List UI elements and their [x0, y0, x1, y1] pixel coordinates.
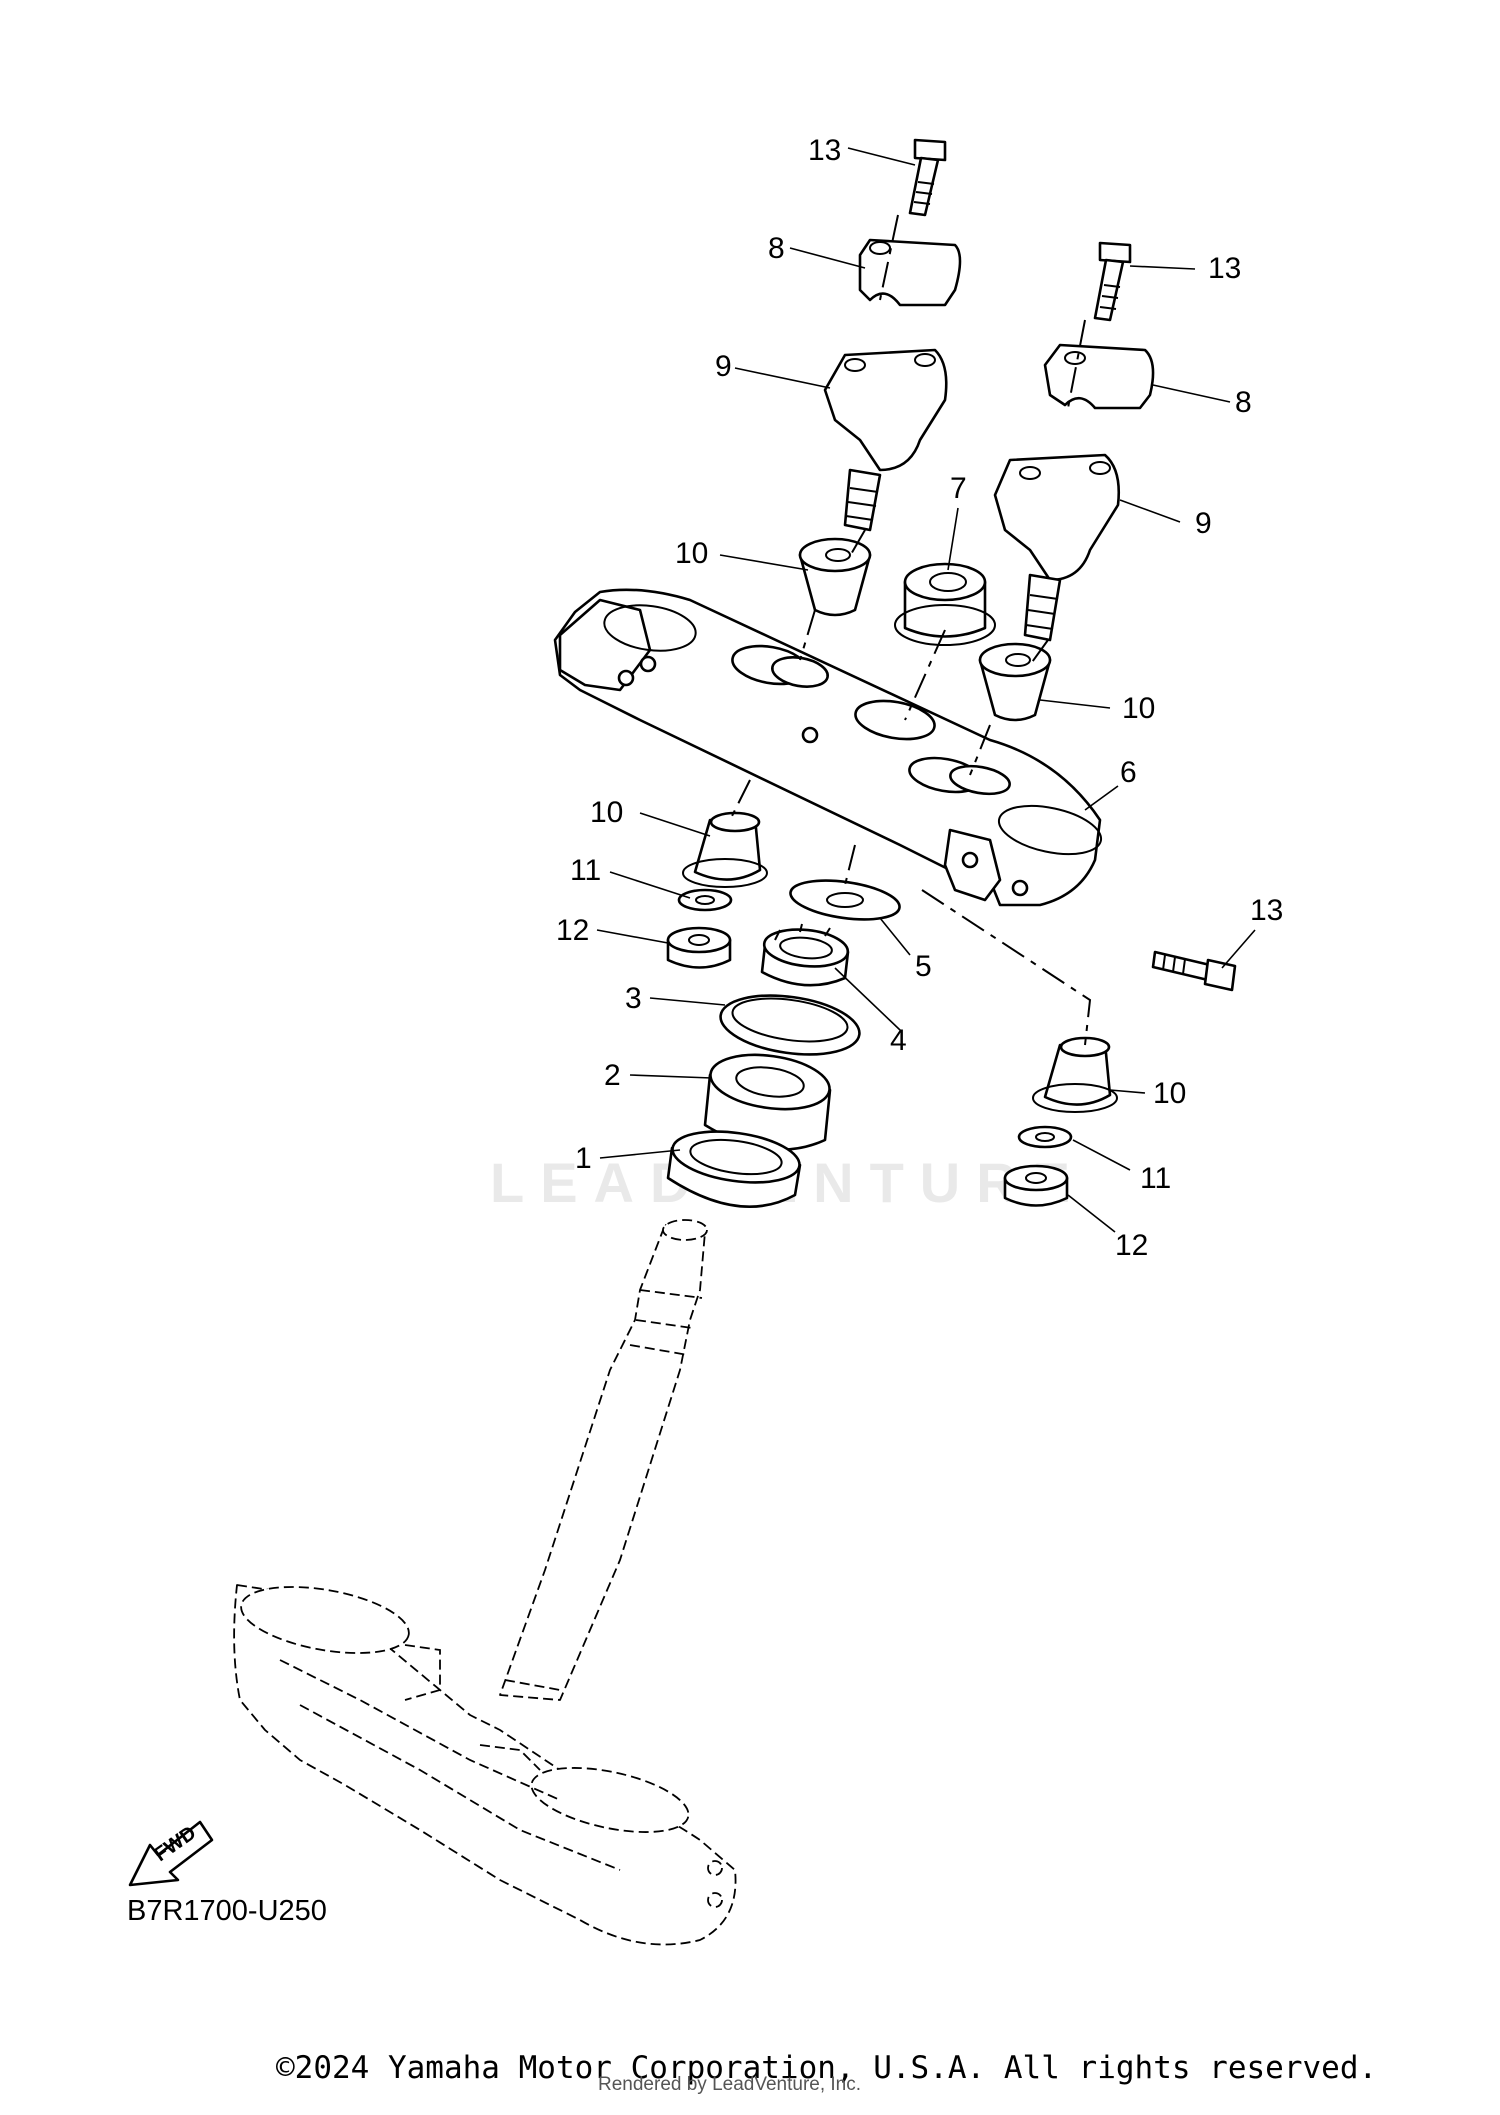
bolt-clamp [1151, 950, 1237, 992]
bolt-top-right [1093, 241, 1132, 322]
callout-2: 2 [604, 1059, 621, 1092]
ring-nut-4 [760, 923, 850, 987]
callout-8: 8 [1235, 386, 1252, 419]
callout-13: 13 [1250, 894, 1283, 927]
callout-9: 9 [715, 350, 732, 383]
callout-1: 1 [575, 1142, 592, 1175]
assembly-centerlines [729, 214, 1092, 1046]
damper-lower-right [1032, 1036, 1118, 1113]
callout-10: 10 [1153, 1077, 1186, 1110]
copyright-notice: ©2024 Yamaha Motor Corporation, U.S.A. A… [276, 2050, 1378, 2086]
lower-bracket-phantom [233, 1584, 737, 1946]
callout-labels: 13 8 9 13 8 9 7 10 10 6 10 11 12 13 5 4 … [556, 134, 1283, 1262]
nut-right [1003, 1164, 1069, 1207]
bearing-2 [703, 1053, 832, 1151]
callout-11: 11 [1140, 1162, 1171, 1195]
callout-8: 8 [768, 232, 785, 265]
damper-upper-right [978, 642, 1052, 722]
fwd-arrow-icon: FWD [128, 1820, 214, 1887]
diagram-code: B7R1700-U250 [127, 1895, 327, 1927]
seal-3 [719, 994, 861, 1056]
callout-3: 3 [625, 982, 642, 1015]
washer-left [677, 888, 733, 912]
nut-left [666, 926, 732, 969]
rendered-by-notice: Rendered by LeadVenture, Inc. [598, 2074, 862, 2095]
steering-stem-phantom [499, 1219, 708, 1701]
callout-12: 12 [556, 914, 589, 947]
callout-10: 10 [1122, 692, 1155, 725]
damper-upper-left [798, 537, 872, 617]
washer-right [1017, 1125, 1073, 1149]
bearing-1 [666, 1130, 802, 1208]
callout-5: 5 [915, 950, 932, 983]
bolt-top-left [908, 138, 947, 217]
handlebar-holder-left [823, 238, 962, 532]
damper-lower-left [682, 811, 768, 888]
callout-leaders [596, 147, 1256, 1233]
callout-10: 10 [675, 537, 708, 570]
callout-12: 12 [1115, 1229, 1148, 1262]
handlebar-holder-right [993, 343, 1155, 642]
callout-10: 10 [590, 796, 623, 829]
callout-6: 6 [1120, 756, 1137, 789]
callout-11: 11 [570, 854, 601, 887]
steering-stem-nut [894, 562, 996, 646]
callout-7: 7 [950, 472, 967, 505]
callout-13: 13 [1208, 252, 1241, 285]
callout-4: 4 [890, 1024, 907, 1057]
upper-bracket [553, 588, 1103, 907]
callout-9: 9 [1195, 507, 1212, 540]
callout-13: 13 [808, 134, 841, 167]
washer-5 [789, 879, 901, 921]
